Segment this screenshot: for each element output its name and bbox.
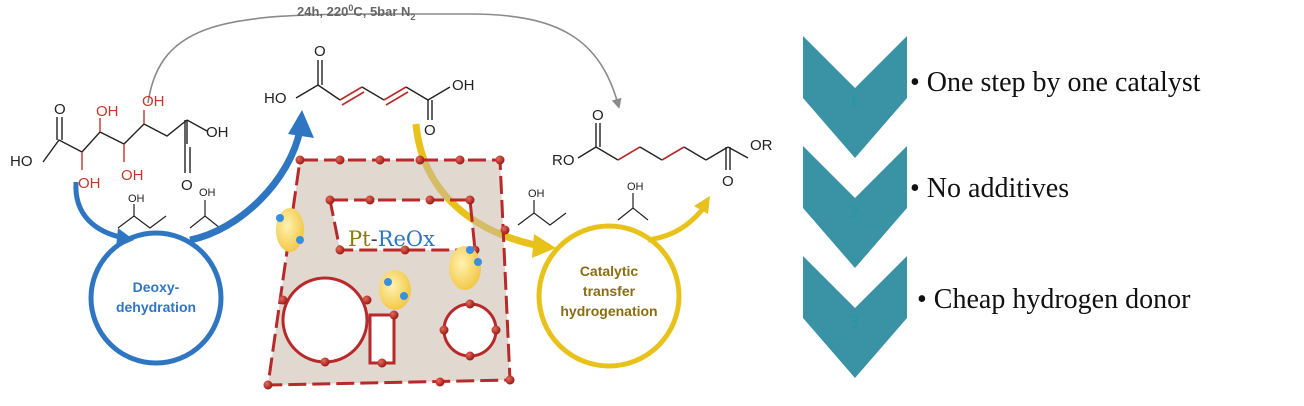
pt-reox-clusters (276, 208, 482, 310)
solvent-oh-2: OH (199, 187, 216, 199)
reaction-conditions: 24h, 2200C, 5bar N2 (297, 3, 415, 22)
ddh-inflow-arrow (73, 181, 125, 241)
solvent-2-butanol-right (517, 200, 567, 226)
ddh-label-line1: Deoxy- (133, 279, 180, 295)
framework-pore-small (442, 302, 498, 358)
reactant-oh-5: OH (206, 124, 229, 141)
zeolite-framework (263, 155, 515, 390)
ddh-inflow-arrowhead (116, 228, 134, 248)
product-o-bottom: O (722, 173, 734, 190)
cth-cycle-circle (536, 223, 682, 369)
product-adipate (577, 123, 749, 170)
framework-pore-slot (368, 313, 396, 365)
reactant-ho-label: HO (10, 153, 33, 170)
intermediate-muconic-acid (295, 60, 451, 120)
ddh-outflow-arrow (189, 129, 304, 244)
reactant-oh-4: OH (142, 93, 165, 110)
ddh-label-line2: dehydration (116, 299, 196, 315)
reactant-oh-1: OH (78, 175, 101, 192)
product-ro: RO (552, 152, 575, 169)
reactant-oh-3: OH (121, 167, 144, 184)
reactant-oh-2: OH (96, 103, 119, 120)
cth-inflow-arrowhead (532, 234, 556, 258)
intermediate-ho: HO (264, 90, 287, 107)
chevron-number-3: 3 (849, 311, 859, 333)
bullet-one-step: • One step by one catalyst (910, 67, 1201, 98)
ddh-outflow-arrowhead (288, 110, 314, 138)
framework-pore-large (281, 276, 369, 364)
condition-arrow (147, 13, 622, 109)
cth-label-line2: transfer (583, 283, 636, 299)
cth-inflow-arrow (412, 123, 541, 250)
reactant-glucaric-acid (42, 110, 208, 173)
cth-label-line3: hydrogenation (560, 303, 657, 319)
cth-outflow-arrowhead (694, 196, 710, 214)
chevron-number-2: 2 (849, 201, 859, 223)
chevron-3 (803, 256, 907, 378)
solvent-2-butanol-left (117, 204, 167, 229)
chevron-2 (803, 146, 907, 268)
solvent-2-propanol-left (189, 200, 221, 229)
intermediate-o-bottom: O (424, 122, 436, 139)
catalyst-label: Pt-ReOx (348, 227, 435, 251)
bullet-cheap-donor: • Cheap hydrogen donor (917, 284, 1191, 315)
bullet-no-additives: • No additives (910, 173, 1069, 204)
solvent-oh-4: OH (627, 181, 644, 193)
reactant-carbonyl-o: O (54, 101, 66, 118)
cth-outflow-arrow (647, 208, 704, 243)
reactant-carbonyl-o2: O (181, 177, 193, 194)
cth-label-line1: Catalytic (580, 263, 639, 279)
ddh-cycle-circle (88, 230, 224, 366)
solvent-oh-1: OH (128, 193, 145, 205)
chevron-number-1: 1 (849, 91, 859, 113)
chevron-1 (803, 36, 907, 158)
product-or: OR (750, 137, 773, 154)
solvent-oh-3: OH (528, 188, 545, 200)
intermediate-oh: OH (452, 77, 475, 94)
intermediate-o-top: O (314, 43, 326, 60)
solvent-2-propanol-right (617, 193, 649, 221)
product-o-top: O (592, 107, 604, 124)
chevron-list: 1 2 3 (803, 36, 907, 378)
